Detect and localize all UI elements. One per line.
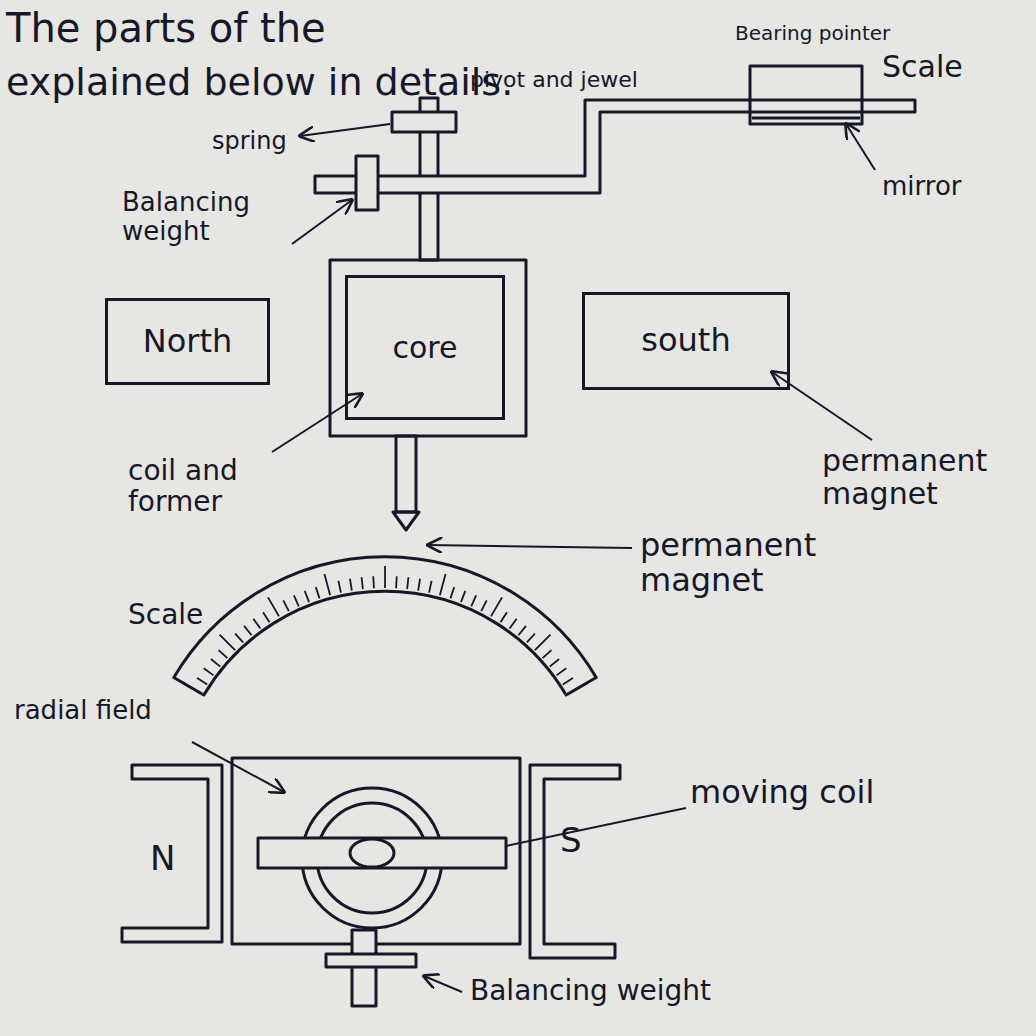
node-text: North [143, 324, 233, 359]
scale-tick [372, 576, 374, 588]
leader-line [272, 394, 362, 452]
part-label: Bearing pointer [735, 22, 935, 44]
part-label: radial field [14, 696, 164, 725]
heading-text: The parts of the [6, 6, 566, 50]
south-pole [530, 765, 620, 958]
leader-line [292, 200, 352, 244]
scale-tick [491, 597, 502, 616]
part-label: mirror [882, 172, 1022, 201]
pole-label: N [150, 840, 200, 877]
leader-line [424, 976, 462, 992]
scale-tick [418, 579, 420, 591]
balancing-weight [326, 954, 416, 967]
pointer-arm [315, 100, 915, 193]
scale-tick [283, 600, 288, 611]
scale-tick [324, 574, 330, 595]
part-label: coil and former [128, 456, 318, 518]
magnet-box: south [582, 292, 790, 390]
north-pole [122, 765, 222, 942]
scale-tick [429, 581, 431, 593]
part-label: permanent magnet [640, 528, 900, 598]
scale-tick [235, 634, 243, 643]
scale-tick [563, 678, 573, 685]
scale-tick [244, 626, 252, 635]
scale-tick [268, 597, 279, 616]
magnet-box: North [105, 298, 270, 385]
scale-tick [440, 574, 446, 595]
scale-tick [204, 668, 214, 675]
coil-former [330, 260, 526, 436]
scale-tick [294, 595, 299, 606]
node-text: south [641, 323, 730, 358]
scale-tick [338, 581, 340, 593]
scale-tick [451, 587, 455, 598]
scale-tick [395, 576, 397, 588]
part-label: moving coil [690, 775, 990, 810]
scale-box [750, 66, 862, 124]
pivot-block [392, 112, 456, 132]
scale-tick [461, 591, 465, 602]
part-label: Balancing weight [122, 188, 312, 245]
core-region [232, 758, 520, 944]
coil-bar [258, 838, 506, 868]
part-label: Scale [882, 50, 1022, 83]
leader-line [772, 372, 872, 440]
scale-tick [557, 668, 567, 675]
scale-tick [407, 577, 408, 589]
scale-tick [535, 635, 551, 651]
scale-tick [384, 566, 386, 588]
leader-line [506, 808, 686, 846]
core-box: core [345, 275, 505, 420]
pole-label: S [560, 822, 610, 859]
scale-tick [543, 650, 552, 658]
pointer-tip [393, 512, 419, 530]
scale-tick [500, 612, 507, 622]
part-label: permanent magnet [822, 444, 1022, 510]
scale-tick [350, 579, 352, 591]
scale-tick [305, 591, 309, 602]
scale-tick [182, 683, 201, 694]
leader-line [300, 124, 390, 136]
scale-tick [211, 659, 220, 667]
scale-tick [220, 635, 236, 651]
scale-tick [518, 626, 526, 635]
scale-tick [527, 634, 535, 643]
scale-tick [569, 683, 588, 694]
scale-tick [316, 587, 320, 598]
leader-line [846, 124, 875, 170]
spindle-end [350, 839, 394, 867]
scale-tick [471, 595, 476, 606]
scale-tick [481, 600, 486, 611]
part-label: spring [212, 128, 302, 154]
scale-tick [263, 612, 270, 622]
leader-line [192, 742, 284, 792]
balancing-weight [356, 156, 378, 210]
scale-tick [362, 577, 363, 589]
scale-arc [174, 557, 596, 695]
scale-tick [197, 678, 207, 685]
part-label: pivot and jewel [470, 68, 710, 92]
part-label: Scale [128, 600, 248, 631]
part-label: Balancing weight [470, 976, 810, 1007]
pointer-stem [396, 436, 416, 512]
scale-tick [550, 659, 559, 667]
scale-tick [219, 650, 228, 658]
mirror-strip [752, 117, 860, 120]
leader-line [428, 545, 632, 548]
scale-tick [253, 619, 260, 629]
scale-tick [510, 619, 517, 629]
node-text: core [393, 331, 458, 364]
